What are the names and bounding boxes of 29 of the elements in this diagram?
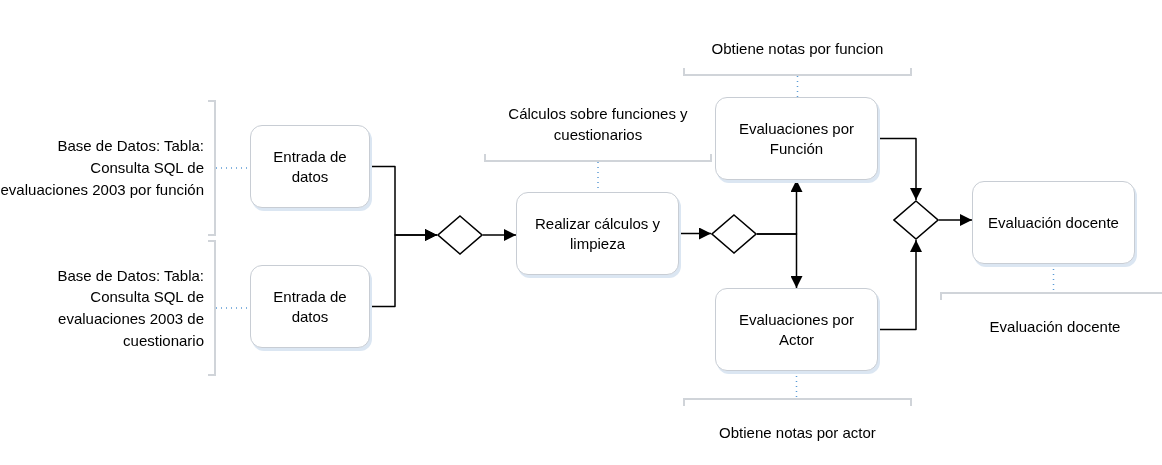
node-text: Evaluación docente xyxy=(988,317,1122,337)
node-text: Obtiene notas por actor xyxy=(718,423,877,443)
gateway-diamond xyxy=(893,200,939,240)
sequence-arrow xyxy=(877,239,922,331)
task-box xyxy=(715,97,878,180)
gateway-diamond xyxy=(437,215,483,255)
task-box xyxy=(972,181,1135,264)
node-text: Evaluación docente xyxy=(988,212,1119,233)
task-box xyxy=(715,288,878,371)
sequence-arrow xyxy=(877,137,922,201)
node-text: Entrada de datos xyxy=(272,287,348,326)
node-text: Entrada de datos xyxy=(272,147,348,186)
node-text: Cálculos sobre funciones y cuestionarios xyxy=(507,103,689,146)
gateway-diamond xyxy=(711,214,757,254)
text-annotation xyxy=(0,100,216,236)
node-text: Base de Datos: Tabla: Consulta SQL de evaluaciones 2003 por función xyxy=(0,136,204,200)
sequence-arrow xyxy=(938,214,973,226)
task-box xyxy=(250,125,370,208)
sequence-arrow xyxy=(482,229,517,241)
node-text: Realizar cálculos y limpieza xyxy=(533,214,661,253)
node-text: Obtiene notas por funcion xyxy=(710,39,885,60)
task-box xyxy=(516,192,679,275)
sequence-arrow xyxy=(678,227,712,240)
sequence-arrow xyxy=(756,233,803,289)
task-box xyxy=(250,265,370,348)
node-text: Base de Datos: Tabla: Consulta SQL de evaluaciones 2003 de cuestionario xyxy=(56,265,204,351)
sequence-arrow xyxy=(369,229,438,308)
node-text: Evaluaciones por Función xyxy=(737,119,856,158)
node-text: Evaluaciones por Actor xyxy=(737,310,856,349)
